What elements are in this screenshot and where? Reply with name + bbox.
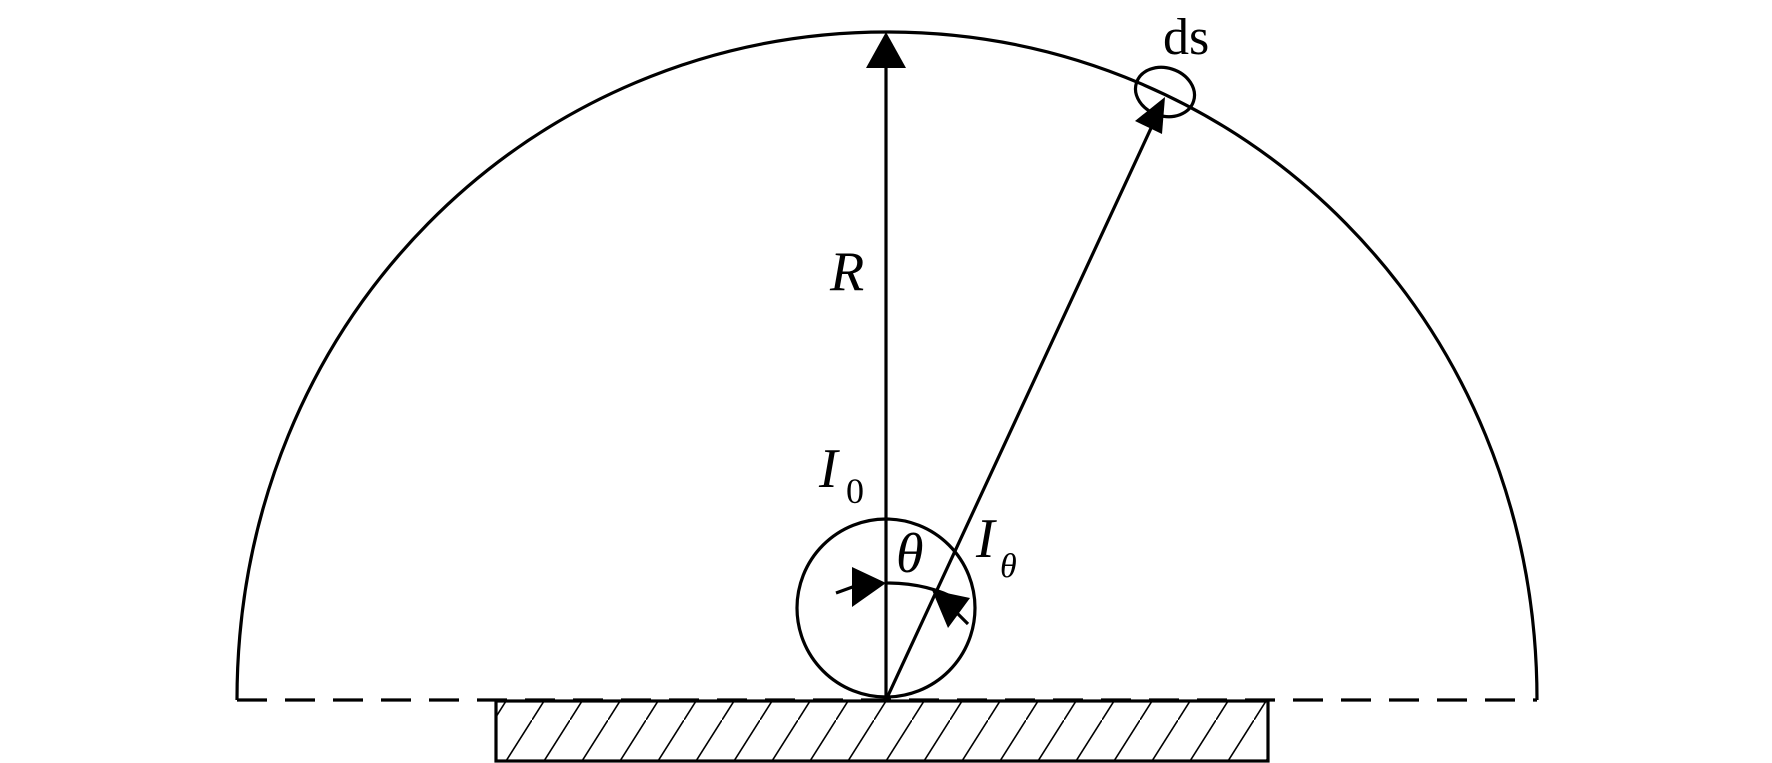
- emitting-surface: [494, 699, 1270, 763]
- normal-intensity-subscript: 0: [846, 471, 864, 511]
- radius-arrowhead: [866, 32, 906, 68]
- theta-arrow-tail-left: [835, 583, 859, 595]
- angled-ray-arrowhead: [1135, 97, 1165, 134]
- surface-element-ellipse: [1133, 65, 1197, 119]
- surface-element-label: ds: [1163, 9, 1209, 66]
- normal-intensity-symbol: I: [818, 438, 840, 500]
- angled-ray: [884, 125, 1154, 701]
- radius-label: R: [829, 241, 864, 303]
- angle-intensity-label: I: [975, 508, 997, 570]
- angle-intensity-subscript: θ: [1000, 548, 1017, 585]
- theta-arrow-tail-right: [954, 610, 970, 626]
- hemisphere-arc: [235, 30, 1539, 701]
- angle-intensity-symbol: I: [975, 508, 997, 570]
- normal-intensity-label: I: [818, 438, 840, 500]
- theta-arrowhead-right: [932, 590, 970, 628]
- theta-label: θ: [896, 523, 924, 585]
- theta-arrowhead-left: [852, 567, 886, 607]
